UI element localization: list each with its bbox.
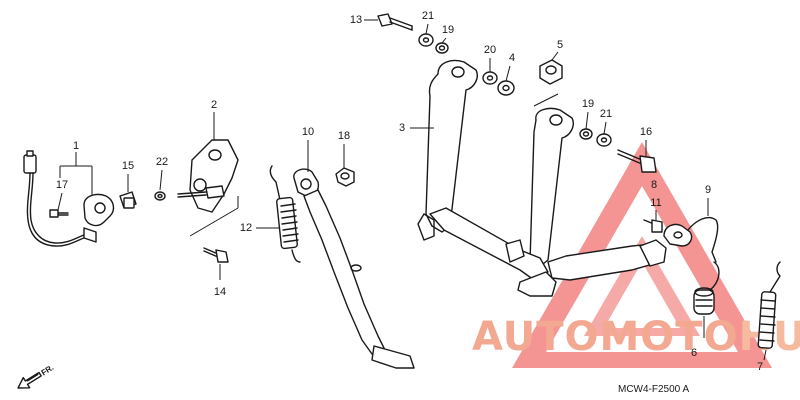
part-12-spring — [269, 165, 301, 263]
watermark-moto: MOTO — [600, 314, 739, 360]
bolt-16 — [617, 149, 657, 173]
part-10-side-stand — [293, 168, 415, 369]
nut-18 — [335, 167, 355, 187]
callout-17: 17 — [56, 179, 68, 191]
bolt-17 — [49, 209, 69, 218]
washer-19-top — [435, 42, 449, 54]
washer-19-right — [579, 128, 593, 140]
callout-14: 14 — [214, 286, 226, 298]
callout-20: 20 — [484, 44, 496, 56]
washer-21-top — [418, 33, 434, 47]
part-2-bracket — [177, 139, 239, 237]
front-direction-marker: FR. — [17, 363, 56, 389]
callout-15: 15 — [122, 160, 134, 172]
part-7-spring — [757, 261, 781, 349]
bolt-15 — [119, 191, 137, 209]
callout-19-top: 19 — [442, 24, 454, 36]
callout-labels: 1 2 3 4 5 6 7 8 9 10 11 12 13 14 15 16 1… — [56, 10, 763, 373]
part-6-spring — [693, 261, 720, 315]
part-1-side-stand-switch — [23, 150, 115, 247]
part-3-main-stand — [417, 59, 667, 297]
callout-8: 8 — [651, 179, 657, 191]
callout-4: 4 — [509, 52, 515, 64]
front-arrow-icon — [17, 371, 42, 389]
callout-9: 9 — [705, 184, 711, 196]
bolt-13 — [377, 13, 413, 31]
callout-21-right: 21 — [600, 108, 612, 120]
watermark-auto: AUTO — [472, 314, 600, 360]
callout-13: 13 — [350, 14, 362, 26]
washer-20 — [482, 71, 498, 85]
leader-lines — [57, 19, 767, 361]
callout-22: 22 — [156, 156, 168, 168]
bolt-11 — [643, 219, 663, 233]
watermark-text: AUTOMOTOHUB — [472, 314, 800, 360]
bushing-5 — [539, 59, 563, 85]
callout-2: 2 — [211, 99, 217, 111]
callout-18: 18 — [338, 130, 350, 142]
callout-3: 3 — [399, 122, 405, 134]
part-9-spring-hook — [663, 216, 719, 263]
watermark-triangle-core-inner — [604, 262, 680, 328]
callout-16: 16 — [640, 126, 652, 138]
callout-1: 1 — [73, 140, 79, 152]
callout-10: 10 — [302, 126, 314, 138]
callout-5: 5 — [557, 39, 563, 51]
callout-19-right: 19 — [582, 98, 594, 110]
washer-22 — [154, 191, 166, 201]
diagram-code: MCW4-F2500 A — [618, 384, 689, 395]
callout-6: 6 — [691, 347, 697, 359]
callout-12: 12 — [240, 222, 252, 234]
callout-21-top: 21 — [422, 10, 434, 22]
collar-4 — [497, 80, 515, 96]
washer-21-right — [596, 133, 612, 147]
callout-7: 7 — [757, 361, 763, 373]
bolt-14 — [203, 247, 229, 263]
callout-11: 11 — [650, 197, 661, 209]
front-label: FR. — [40, 363, 56, 377]
